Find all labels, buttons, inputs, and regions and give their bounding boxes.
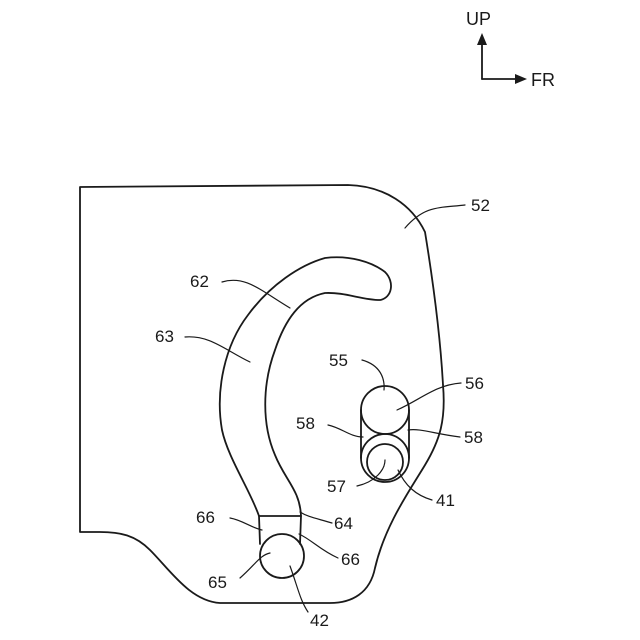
label-63: 63 <box>155 327 174 346</box>
label-58-left: 58 <box>296 414 315 433</box>
label-58-right: 58 <box>464 428 483 447</box>
reference-numerals: 52 62 63 55 56 58 58 57 41 66 64 66 65 4… <box>155 196 490 630</box>
label-41: 41 <box>436 491 455 510</box>
label-64: 64 <box>334 514 353 533</box>
fr-arrow-head-icon <box>515 74 527 84</box>
slot-end-circle <box>260 534 304 578</box>
label-52: 52 <box>471 196 490 215</box>
orientation-indicator: UP FR <box>466 9 555 90</box>
label-57: 57 <box>327 477 346 496</box>
leader-56 <box>397 383 461 410</box>
fr-label: FR <box>531 70 555 90</box>
label-42: 42 <box>310 611 329 630</box>
leader-64 <box>300 512 332 523</box>
leader-lines <box>185 205 465 612</box>
leader-58-right <box>408 430 460 437</box>
up-label: UP <box>466 9 491 29</box>
leader-58-left <box>328 425 363 437</box>
leader-66-left <box>230 518 262 530</box>
up-arrow-head-icon <box>477 33 487 45</box>
arc-slot-hole <box>220 257 391 516</box>
label-65: 65 <box>208 573 227 592</box>
label-62: 62 <box>190 272 209 291</box>
upper-circle <box>361 386 409 434</box>
slot-end-right-wall <box>300 516 301 544</box>
plate-outline <box>80 185 444 603</box>
label-56: 56 <box>465 374 484 393</box>
label-66-right: 66 <box>341 550 360 569</box>
label-66-left: 66 <box>196 508 215 527</box>
leader-52 <box>405 205 465 228</box>
leader-42 <box>290 566 308 612</box>
leader-65 <box>240 553 270 578</box>
leader-63 <box>185 337 250 362</box>
leader-66-right <box>299 534 338 558</box>
label-55: 55 <box>329 351 348 370</box>
